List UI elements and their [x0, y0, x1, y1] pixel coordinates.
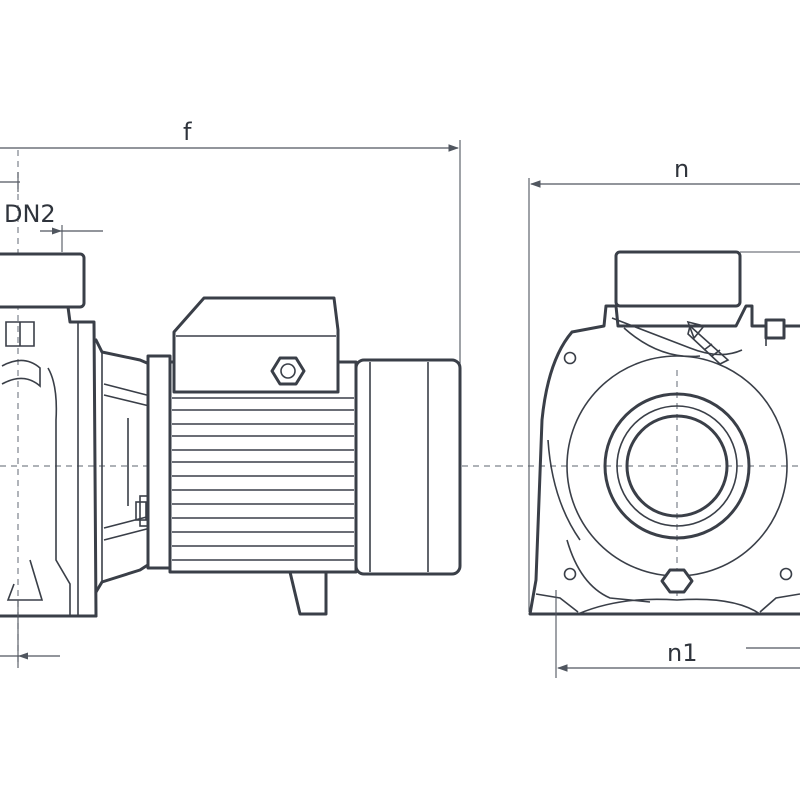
dimension-base-left — [0, 600, 60, 668]
front-casing — [528, 304, 800, 616]
inlet-ring-outer — [603, 392, 751, 540]
dimension-n1: n1 — [555, 590, 800, 678]
front-outlet-flange — [614, 250, 742, 308]
rotation-direction-arrow — [686, 320, 730, 365]
volute-casing — [0, 305, 98, 618]
dimension-n-label: n — [674, 155, 689, 183]
terminal-box — [172, 296, 340, 394]
dimension-f-label: f — [183, 118, 192, 146]
dimension-dn2: DN2 — [0, 172, 103, 252]
drain-plug-nut — [660, 568, 694, 594]
mount-hole-top-left — [563, 351, 577, 365]
mount-hole-bottom-right — [779, 567, 793, 581]
dimension-n1-label: n1 — [667, 639, 697, 667]
outlet-flange — [0, 252, 86, 309]
mount-hole-bottom-left — [563, 567, 577, 581]
pump-front-view — [528, 250, 800, 616]
fan-cover — [354, 358, 462, 576]
pump-side-view — [0, 252, 462, 618]
cable-gland-nut — [270, 356, 306, 386]
motor-flange — [146, 354, 172, 570]
motor-foot — [288, 570, 328, 616]
dimension-n: n — [528, 155, 800, 612]
dimension-dn2-label: DN2 — [4, 200, 56, 228]
inlet-ring-inner — [625, 414, 729, 518]
motor-cooling-fins — [172, 397, 354, 561]
